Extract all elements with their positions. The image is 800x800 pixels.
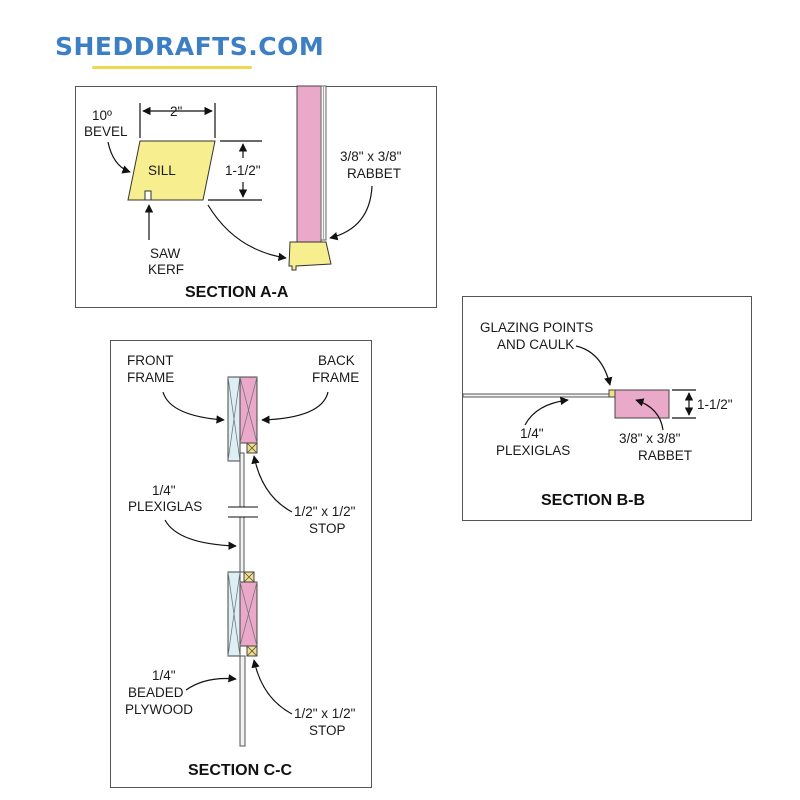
- back-frame-bottom-cross: [239, 581, 258, 647]
- bevel-arrow: [107, 141, 131, 174]
- stop-top-size-text: 1/2" x 1/2": [294, 504, 356, 519]
- stop-bottom-arrow: [251, 659, 293, 715]
- logo-underline: [92, 66, 252, 69]
- saw-kerf-notch: [144, 190, 152, 201]
- sill-installed: [288, 241, 332, 271]
- stop-bottom-cross: [246, 645, 258, 657]
- section-bb-drawing: GLAZING POINTS AND CAULK 1-1/2" 1/4" PLE…: [462, 320, 733, 509]
- front-frame-text-2: FRAME: [127, 370, 174, 385]
- section-aa-drawing: SILL 2" 1-1/2" 10º BEVEL SAW KERF 3/8" x…: [84, 85, 402, 301]
- plexiglas-pane-cc-upper: [239, 452, 245, 508]
- cc-plexi-size-text: 1/4": [152, 483, 176, 498]
- site-logo[interactable]: SHEDDRAFTS.COM: [55, 32, 325, 61]
- rabbet-arrow: [329, 185, 373, 241]
- cc-plexi-arrow: [164, 519, 237, 550]
- front-frame-arrow: [162, 391, 225, 424]
- sill-label: SILL: [148, 163, 176, 178]
- plexiglas-pane-cc-lower: [239, 516, 245, 573]
- plywood-text-2: PLYWOOD: [125, 702, 193, 717]
- plywood-size-text: 1/4": [152, 668, 176, 683]
- beaded-plywood: [239, 655, 246, 747]
- sill-shape: [127, 140, 216, 201]
- front-frame-bottom-cross: [227, 571, 241, 657]
- height-dim-text: 1-1/2": [225, 163, 261, 178]
- plexiglas-pane-bb: [462, 393, 616, 398]
- plywood-text-1: BEADED: [128, 685, 184, 700]
- kerf-text-1: SAW: [150, 246, 181, 261]
- section-bb-panel: [462, 296, 752, 521]
- back-frame-arrow: [261, 391, 329, 424]
- back-frame-top-cross: [239, 376, 258, 444]
- stop-top-word-text: STOP: [309, 521, 346, 536]
- bb-plexi-arrow: [524, 396, 569, 426]
- stop-upper-bottom-cross: [243, 571, 255, 583]
- glazing-text-2: AND CAULK: [497, 337, 574, 352]
- bb-plexi-word-text: PLEXIGLAS: [496, 443, 570, 458]
- rabbet-word-text: RABBET: [347, 166, 401, 181]
- stop-top-cross: [246, 442, 258, 454]
- frame-stile: [296, 85, 322, 243]
- glazing-point-caulk: [608, 389, 616, 398]
- stop-top-arrow: [251, 455, 293, 513]
- section-cc-title: SECTION C-C: [188, 762, 292, 779]
- back-frame-text-2: FRAME: [312, 370, 359, 385]
- section-aa-title: SECTION A-A: [185, 284, 289, 301]
- bevel-angle-text: 10º: [92, 108, 112, 123]
- width-dim-text: 2": [170, 104, 183, 119]
- glazing-text-1: GLAZING POINTS: [480, 320, 593, 335]
- front-frame-top-cross: [227, 376, 241, 462]
- bb-plexi-size-text: 1/4": [520, 426, 544, 441]
- bb-height-dim-text: 1-1/2": [697, 397, 733, 412]
- plywood-arrow: [185, 674, 237, 691]
- section-cc-drawing: FRONT FRAME BACK FRAME 1/4" PLEXIGLAS 1/…: [125, 353, 359, 779]
- cc-plexi-word-text: PLEXIGLAS: [128, 499, 202, 514]
- stop-bottom-size-text: 1/2" x 1/2": [294, 706, 356, 721]
- section-bb-title: SECTION B-B: [541, 492, 645, 509]
- bevel-word-text: BEVEL: [84, 124, 128, 139]
- bb-rabbet-word-text: RABBET: [638, 448, 692, 463]
- back-frame-text-1: BACK: [318, 353, 355, 368]
- kerf-text-2: KERF: [148, 262, 184, 277]
- stop-bottom-word-text: STOP: [309, 723, 346, 738]
- front-frame-text-1: FRONT: [127, 353, 174, 368]
- bb-rabbet-size-text: 3/8" x 3/8": [619, 431, 681, 446]
- rabbet-size-text: 3/8" x 3/8": [340, 149, 402, 164]
- bb-rabbet-arrow: [635, 398, 664, 431]
- sill-placement-arrow: [207, 204, 287, 261]
- glazing-arrow: [575, 345, 613, 386]
- frame-rail-bb: [614, 389, 670, 419]
